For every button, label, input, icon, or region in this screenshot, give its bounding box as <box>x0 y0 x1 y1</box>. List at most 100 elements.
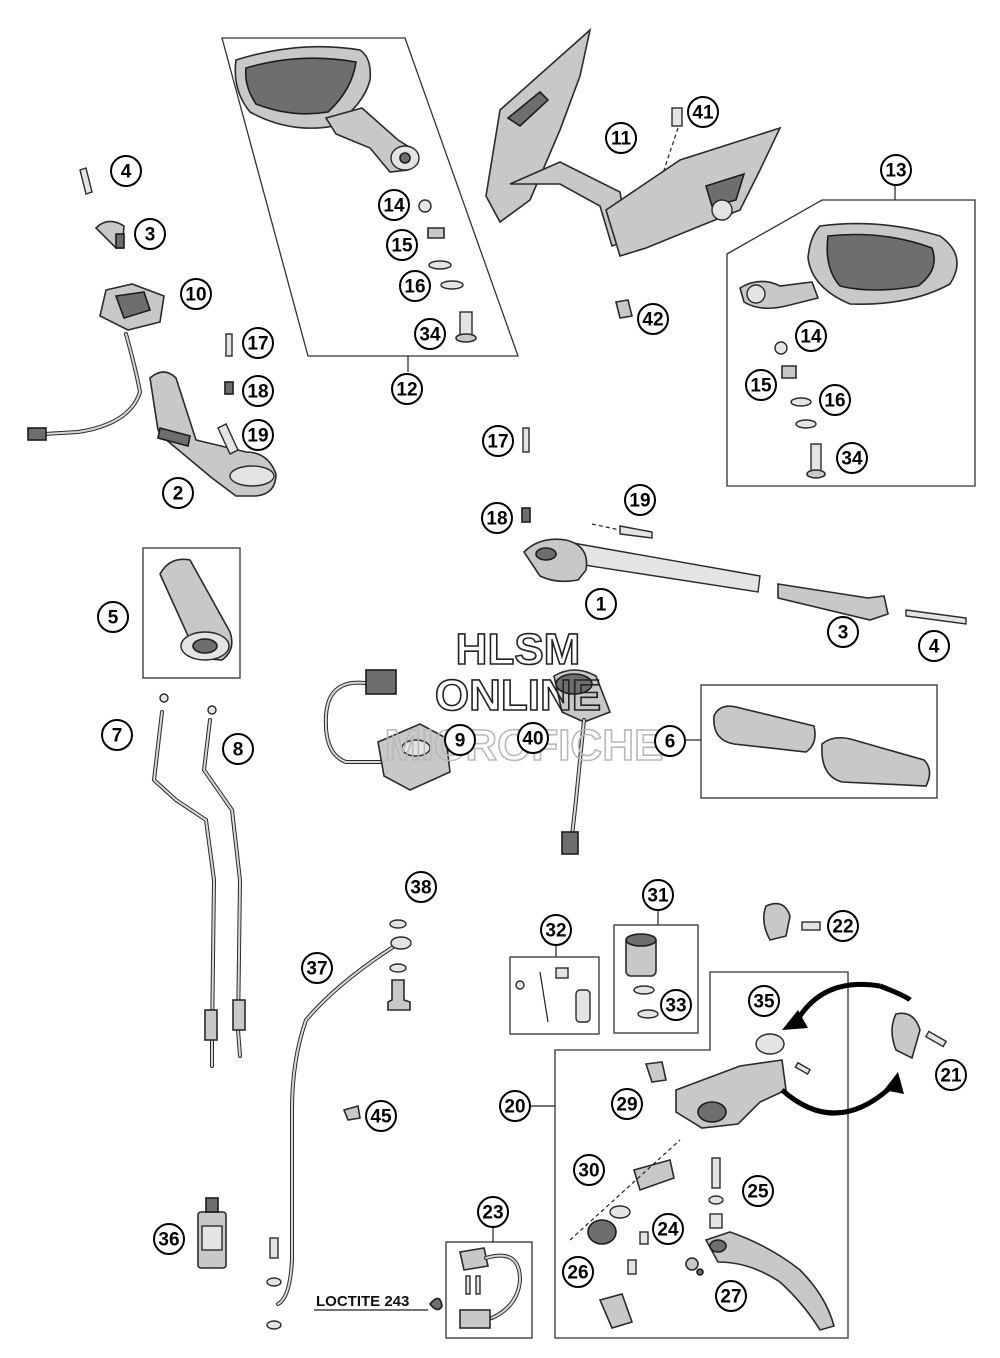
callout-19: 19 <box>242 419 274 451</box>
clamp-21 <box>891 1012 921 1060</box>
callout-38: 38 <box>405 871 437 903</box>
callout-number: 42 <box>642 310 663 331</box>
callout-number: 16 <box>404 277 425 298</box>
callout-14: 14 <box>795 320 827 352</box>
callout-number: 6 <box>665 732 676 753</box>
frame-throttle-grip <box>142 547 241 679</box>
callout-15: 15 <box>745 369 777 401</box>
callout-number: 18 <box>247 382 268 403</box>
callout-31: 31 <box>642 879 674 911</box>
frame-hand-brake-cylinder <box>554 971 849 1339</box>
throttle-housing-group <box>27 167 277 497</box>
callout-3: 3 <box>134 218 166 250</box>
callout-10: 10 <box>180 278 212 310</box>
callout-21: 21 <box>935 1059 967 1091</box>
callout-16: 16 <box>819 384 851 416</box>
callout-30: 30 <box>573 1154 605 1186</box>
callout-number: 23 <box>482 1203 503 1224</box>
watermark-line1: HLSM <box>456 625 581 674</box>
callout-number: 8 <box>233 740 244 761</box>
callout-number: 37 <box>306 959 327 980</box>
callout-number: 11 <box>611 129 632 150</box>
callout-17: 17 <box>242 327 274 359</box>
callout-6: 6 <box>654 725 686 757</box>
mirror-left-hardware <box>418 199 477 343</box>
handlebar-clamp <box>522 538 588 583</box>
cylinder-kit-32 <box>515 967 591 1023</box>
reservoir-group <box>515 933 659 1023</box>
callout-number: 3 <box>838 623 849 644</box>
callout-18: 18 <box>481 502 513 534</box>
callout-33: 33 <box>660 989 692 1021</box>
frame-cylinder-repair-kit <box>509 956 600 1035</box>
callout-15: 15 <box>386 229 418 261</box>
callout-13: 13 <box>880 154 912 186</box>
screw-19-left <box>217 423 239 455</box>
bracket-right-arm <box>605 126 782 258</box>
pin-17-right <box>522 427 530 453</box>
callout-circle <box>365 1100 397 1132</box>
callout-circle <box>386 229 418 261</box>
brake-switch-23 <box>459 1247 523 1329</box>
callout-circle <box>687 96 719 128</box>
callout-number: 15 <box>391 236 413 257</box>
callout-circle <box>414 318 446 350</box>
fluid-bottle-36 <box>197 1197 227 1269</box>
callout-4: 4 <box>110 155 142 187</box>
rotation-arrows <box>780 981 912 1116</box>
callout-circle <box>624 484 656 516</box>
bracket-left-arm <box>485 27 592 224</box>
callout-number: 9 <box>455 731 466 752</box>
clamp-22 <box>762 902 791 941</box>
watermark-line2: ONLINE <box>435 671 601 720</box>
callout-circle <box>540 914 572 946</box>
callout-number: 40 <box>522 729 543 750</box>
callout-circle <box>499 1090 531 1122</box>
callout-circle <box>242 419 274 451</box>
callout-32: 32 <box>540 914 572 946</box>
watermark: HLSM ONLINE MICROFICHE <box>384 624 664 771</box>
callout-number: 5 <box>108 608 119 629</box>
callout-circle <box>742 1175 774 1207</box>
grip-right-6 <box>821 736 931 787</box>
callout-number: 24 <box>657 1220 679 1241</box>
callout-36: 36 <box>153 1223 185 1255</box>
callout-number: 26 <box>567 1263 588 1284</box>
callout-circle <box>660 989 692 1021</box>
callout-number: 31 <box>647 886 669 907</box>
grip-left-6 <box>713 705 816 753</box>
master-cylinder-body <box>675 1059 787 1129</box>
callout-35: 35 <box>748 985 780 1017</box>
callout-number: 29 <box>616 1095 637 1116</box>
switch-9-connector <box>365 669 397 695</box>
callout-circle <box>748 985 780 1017</box>
mirror-left-assembly <box>234 45 477 343</box>
callout-circle <box>444 724 476 756</box>
callout-number: 17 <box>247 334 268 355</box>
screw-4-left <box>79 167 93 195</box>
callout-2: 2 <box>162 477 194 509</box>
callout-number: 17 <box>487 432 508 453</box>
callout-circle <box>242 327 274 359</box>
callout-circle <box>110 155 142 187</box>
loctite-label: LOCTITE 243 <box>316 1293 409 1310</box>
callout-circle <box>101 719 133 751</box>
callout-29: 29 <box>611 1088 643 1120</box>
throttle-housing-2 <box>149 371 277 497</box>
callout-number: 1 <box>596 595 607 616</box>
callout-34: 34 <box>414 318 446 350</box>
callout-number: 19 <box>247 426 268 447</box>
callout-number: 3 <box>145 225 156 246</box>
frame-mirror-right <box>726 199 976 487</box>
callout-number: 13 <box>885 161 906 182</box>
callout-17: 17 <box>482 425 514 457</box>
switch-9-body <box>377 723 451 791</box>
callout-number: 41 <box>692 103 714 124</box>
callout-27: 27 <box>715 1280 747 1312</box>
callout-circle <box>378 189 410 221</box>
callout-circle <box>477 1196 509 1228</box>
grips-group <box>159 558 931 787</box>
hand-brake-cylinder-group <box>569 902 948 1331</box>
callout-number: 20 <box>504 1097 525 1118</box>
callout-circle <box>654 725 686 757</box>
